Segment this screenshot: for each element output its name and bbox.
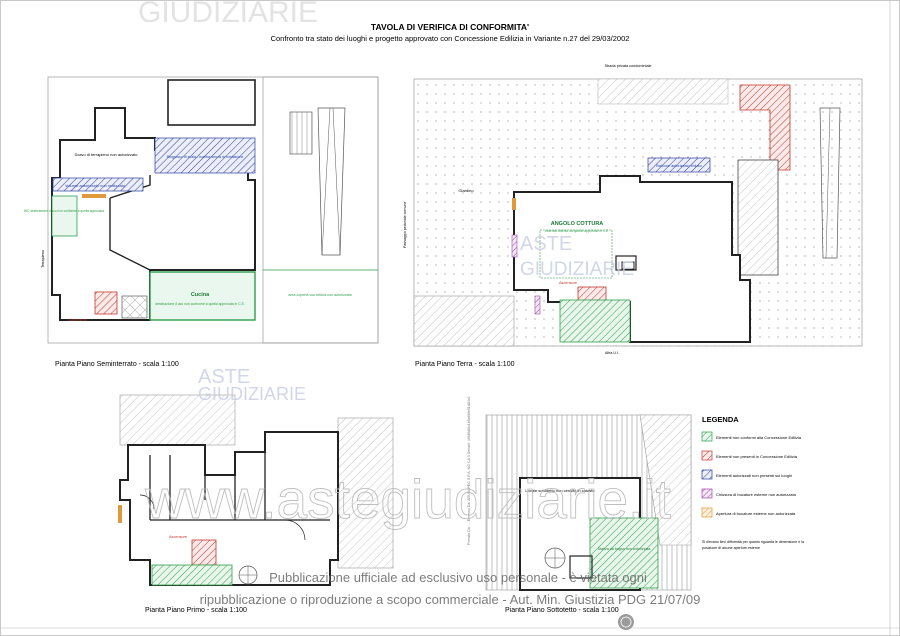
label-angolo-note: essendo diverso da quanto approvato in C… xyxy=(545,229,609,233)
label-balcone: Balcone autorizzato chiuso xyxy=(656,164,701,168)
label-angolo-cottura: ANGOLO COTTURA xyxy=(551,221,604,227)
label-strada: Strada privata condominiale xyxy=(604,64,651,68)
watermark-giudiziarie-top: GIUDIZIARIE xyxy=(138,0,318,29)
watermark-aste-1: ASTE xyxy=(520,233,572,255)
plan-sottotetto: Locale sottotetto non censito in catasto… xyxy=(485,414,692,614)
label-ascensore-t: Ascensore xyxy=(559,281,577,285)
label-altra-ui: Altra U.I. xyxy=(605,351,619,355)
legend-swatch-5 xyxy=(701,507,713,518)
label-passaggio: Passaggio pedonale comune xyxy=(403,202,407,248)
legend-note-2: posizione di alcune aperture esterne xyxy=(702,546,760,550)
sheet-subtitle: Confronto tra stato dei luoghi e progett… xyxy=(271,34,630,43)
legend-label-4: Chiusura di bucature esterne non autoriz… xyxy=(716,492,797,497)
watermark-giudiziarie-1: GIUDIZIARIE xyxy=(520,259,634,280)
label-ascensore-s: Ascensore xyxy=(69,318,87,322)
watermark-aste-2: ASTE xyxy=(198,366,250,388)
caption-seminterrato: Pianta Piano Seminterrato - scala 1:100 xyxy=(55,361,179,368)
label-cucina: Cucina xyxy=(191,292,210,298)
label-ascensore-p: Ascensore xyxy=(169,535,187,539)
label-cucina-note: destinazione d'uso non conforme a quella… xyxy=(155,302,245,306)
legend-label-1: Elementi non conformi alla Concessione E… xyxy=(716,435,802,440)
label-locale-sottotetto: Locale sottotetto non censito in catasto xyxy=(525,488,595,493)
side-signature-text: Firmato Da: ... Emesso Da: ARUBAPEC S.P.… xyxy=(467,396,471,545)
label-ringrosso: Ringrosso di scala - tromba senza di fon… xyxy=(167,155,244,159)
label-terrapieno: Terrapieno xyxy=(41,250,45,268)
legend-swatch-1 xyxy=(701,431,713,442)
caption-primo: Pianta Piano Primo - scala 1:100 xyxy=(145,607,247,614)
plan-seminterrato: Scavo di terrapieno non autorizzato Ring… xyxy=(24,76,379,368)
legend: LEGENDA Elementi non conformi alla Conce… xyxy=(701,415,804,550)
watermark-giudiziarie-2: GIUDIZIARIE xyxy=(198,384,306,404)
watermark-notice-2: ripubblicazione o riproduzione a scopo c… xyxy=(200,592,701,607)
plan-primo: Ascensore Pianta Piano Primo - scala 1:1… xyxy=(118,394,394,614)
seal-icon xyxy=(618,614,634,630)
legend-swatch-3 xyxy=(701,469,713,480)
caption-terra: Pianta Piano Terra - scala 1:100 xyxy=(415,361,515,368)
plan-terra: Strada privata condominiale Giardino Pas… xyxy=(403,64,863,368)
legend-label-2: Elementi non presenti in Concessione Edi… xyxy=(716,454,798,459)
label-volume: Volume autorizzato non realizzato xyxy=(65,183,126,188)
legend-label-3: Elementi autorizzati non presenti sui lu… xyxy=(716,473,792,478)
label-stanza-bagno: Stanza da bagno non autorizzata xyxy=(598,547,651,551)
label-giardino: Giardino xyxy=(458,188,474,193)
legend-swatch-2 xyxy=(701,450,713,461)
legend-swatch-4 xyxy=(701,488,713,499)
caption-sottotetto: Pianta Piano Sottotetto - scala 1:100 xyxy=(505,607,619,614)
legend-note-1: Si rilevano lievi difformità per quanto … xyxy=(702,540,804,544)
legend-title: LEGENDA xyxy=(702,415,739,424)
watermarks: ASTE GIUDIZIARIE ASTE GIUDIZIARIE www.as… xyxy=(144,233,701,607)
sheet-title: TAVOLA DI VERIFICA DI CONFORMITA' xyxy=(371,22,529,32)
label-area-tettoia: area coperta con tettoia non autorizzata xyxy=(288,293,351,297)
watermark-site: www.astegiudiziarie.it xyxy=(144,468,671,530)
watermark-notice-1: Pubblicazione ufficiale ad esclusivo uso… xyxy=(269,570,647,585)
label-scavo: Scavo di terrapieno non autorizzato xyxy=(75,152,139,157)
label-wc: WC destinazione d'uso non conforme a que… xyxy=(24,209,104,213)
legend-label-5: Apertura di bucature esterne non autoriz… xyxy=(716,511,796,516)
